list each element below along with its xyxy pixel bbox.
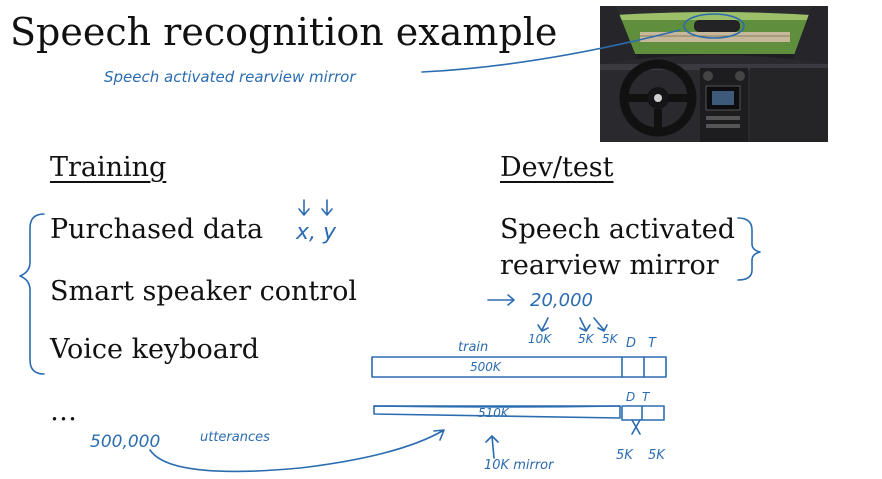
utterances-label: utterances [200,430,270,445]
split-5k-a: 5K [578,332,594,346]
bar-510k-label: 510K [478,406,509,420]
slide-title: Speech recognition example [10,10,558,54]
bar-500k-label: 500K [470,360,501,374]
title-annotation: Speech activated rearview mirror [104,68,356,86]
train-label: train [458,340,489,355]
car-interior-image [600,6,828,142]
devtest-count: 20,000 [530,290,593,311]
xy-annotation: x, y [296,220,337,245]
split-5k-b: 5K [602,332,618,346]
training-item-smart-speaker: Smart speaker control [50,276,357,307]
label-t-bottom: T [642,390,650,404]
utterances-count: 500,000 [90,432,161,452]
label-d-top: D [626,336,637,351]
label-t-top: T [648,336,656,351]
devtest-item-line1: Speech activated [500,214,735,245]
label-d-bottom: D [626,390,636,404]
devtest-item-line2: rearview mirror [500,250,719,281]
devtest-heading: Dev/test [500,152,614,183]
training-item-ellipsis: … [50,396,77,427]
training-item-purchased: Purchased data [50,214,264,245]
training-heading: Training [50,152,167,183]
mirror-note: 10K mirror [484,458,554,473]
bottom-5k-a: 5K [616,448,633,463]
bottom-5k-b: 5K [648,448,665,463]
split-10k: 10K [528,332,552,346]
training-item-voice-keyboard: Voice keyboard [50,334,260,365]
